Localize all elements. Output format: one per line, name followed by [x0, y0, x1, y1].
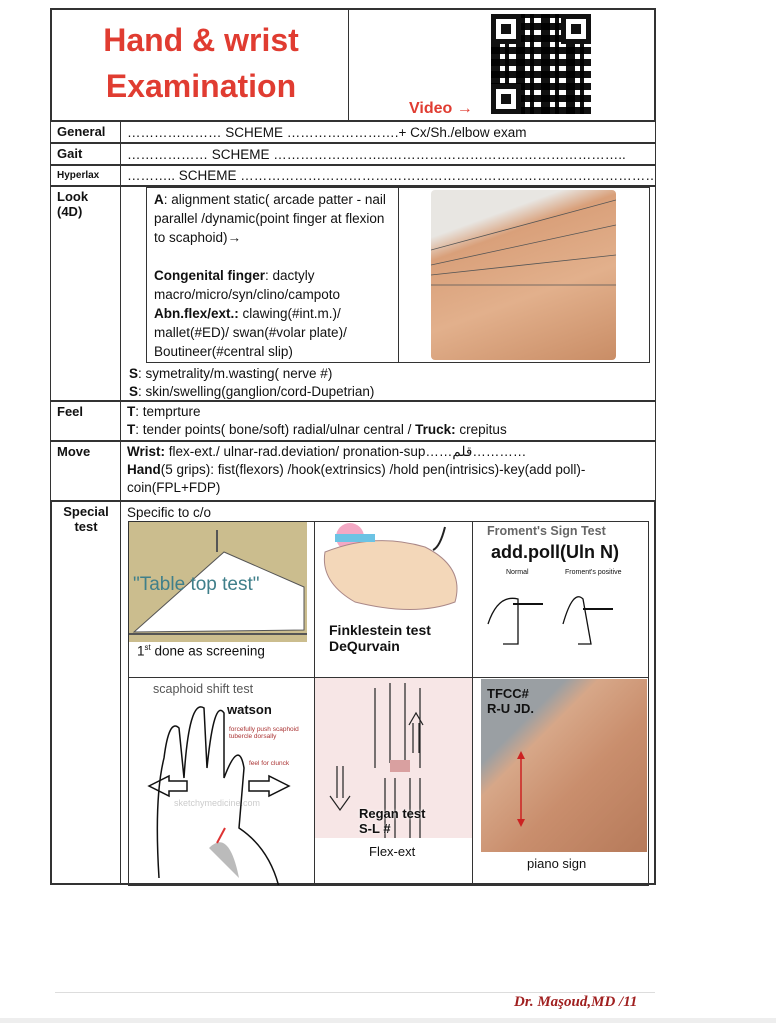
s1-text: : symetrality/m.wasting( nerve #) — [138, 366, 333, 381]
scaphoid-shift-cell: scaphoid shift test watson forcefully pu… — [128, 677, 315, 886]
t2-key: T — [127, 422, 136, 437]
froment-cell: Froment's Sign Test add.poll(Uln N) Norm… — [472, 521, 649, 678]
congenital-key: Congenital finger — [154, 268, 265, 283]
video-label: Video → — [409, 100, 473, 117]
watson-caption: watson — [227, 702, 272, 717]
wrist-key: Wrist: — [127, 444, 166, 459]
truck-text: crepitus — [455, 422, 507, 437]
page-bottom-edge — [0, 1018, 776, 1023]
qr-code[interactable] — [491, 14, 591, 114]
footer-divider — [55, 992, 655, 993]
hyperlax-text: ……….. SCHEME ………………………………………………………………………… — [120, 165, 656, 186]
title-line-1: Hand & wrist — [103, 22, 299, 58]
table-top-caption: 1st done as screening — [137, 643, 265, 659]
froment-image — [487, 596, 613, 645]
s2-text: : skin/swelling(ganglion/cord-Dupetrian) — [138, 384, 375, 399]
watson-note-2: feel for clunck — [249, 760, 290, 767]
special-intro: Specific to c/o — [127, 505, 212, 520]
general-label: General — [50, 121, 121, 143]
regan-image — [315, 678, 472, 838]
look-label: Look (4D) — [50, 186, 121, 401]
special-label: Special test — [50, 501, 121, 885]
alignment-text: : alignment static( arcade patter - nail… — [154, 192, 386, 245]
a-key: A — [154, 192, 164, 207]
s2-key: S — [129, 384, 139, 399]
finklestein-image — [323, 523, 458, 610]
table-top-test-cell: "Table top test" 1st done as screening — [128, 521, 315, 678]
watermark: sketchymedicine.com — [174, 798, 261, 808]
froment-normal: Normal — [506, 569, 529, 576]
ru-jd-caption: R-U JD. — [487, 701, 534, 716]
t1-text: : temprture — [135, 404, 201, 419]
regan-caption: Regan test — [359, 806, 426, 821]
hand-photo-cell — [398, 187, 650, 363]
froment-caption: add.poll(Uln N) — [491, 542, 619, 562]
abn-text: clawing(#int.m.)/ mallet(#ED)/ swan(#vol… — [154, 306, 347, 359]
congenital-text: : dactyly macro/micro/syn/clino/campoto — [154, 268, 341, 302]
look-text-box: A: alignment static( arcade patter - nai… — [146, 187, 399, 363]
dequrvain-caption: DeQurvain — [329, 638, 400, 654]
hand-key: Hand — [127, 462, 161, 477]
froment-positive: Froment's positive — [565, 569, 622, 576]
flex-ext-caption: Flex-ext — [369, 844, 416, 859]
title-cell: Hand & wrist Examination — [50, 8, 349, 121]
look-content: A: alignment static( arcade patter - nai… — [120, 186, 656, 401]
t1-key: T — [127, 404, 136, 419]
feel-text: T: temprture T: tender points( bone/soft… — [120, 401, 656, 441]
watson-note-1: forcefully push scaphoid tubercle dorsal… — [229, 726, 299, 740]
t2-text: : tender points( bone/soft) radial/ulnar… — [135, 422, 416, 437]
feel-label: Feel — [50, 401, 121, 441]
s1-key: S — [129, 366, 139, 381]
general-text: ………………… SCHEME …………………….+ Cx/Sh./elbow e… — [120, 121, 656, 143]
froment-title: Froment's Sign Test — [487, 524, 606, 538]
move-text: Wrist: flex-ext./ ulnar-rad.deviation/ p… — [120, 441, 656, 501]
look-s-lines: S: symetrality/m.wasting( nerve #) S: sk… — [123, 364, 653, 402]
move-label: Move — [50, 441, 121, 501]
special-label-1: Special — [63, 504, 109, 519]
hand-text: (5 grips): fist(flexors) /hook(extrinsic… — [127, 462, 586, 495]
scaphoid-title: scaphoid shift test — [153, 682, 254, 696]
gait-text: ……………… SCHEME ……………………..…………………………………………… — [120, 143, 656, 165]
hand-photo — [431, 190, 616, 360]
finklestein-caption: Finklestein test — [329, 622, 431, 638]
abn-key: Abn.flex/ext.: — [154, 306, 239, 321]
footer-author: Dr. Maşoud,MD /11 — [514, 994, 638, 1010]
tfcc-cell: TFCC#R-U JD. piano sign — [472, 677, 649, 886]
table-top-label: "Table top test" — [133, 574, 260, 595]
tfcc-caption: TFCC# — [487, 686, 529, 701]
piano-sign-caption: piano sign — [527, 856, 587, 871]
wrist-text: flex-ext./ ulnar-rad.deviation/ pronatio… — [165, 444, 527, 459]
piano-sign-photo — [481, 679, 647, 852]
special-label-2: test — [74, 519, 98, 534]
sl-caption: S-L # — [359, 821, 391, 836]
gait-label: Gait — [50, 143, 121, 165]
look-label-2: (4D) — [57, 204, 83, 219]
hyperlax-label: Hyperlax — [50, 165, 121, 186]
look-label-1: Look — [57, 189, 89, 204]
truck-key: Truck: — [415, 422, 456, 437]
table-top-image: "Table top test" — [129, 522, 307, 642]
special-content: Specific to c/o "Table top test" 1st don… — [120, 501, 656, 886]
title-line-2: Examination — [105, 68, 297, 104]
scaphoid-image — [147, 706, 291, 885]
qr-cell: Video → — [348, 8, 656, 121]
